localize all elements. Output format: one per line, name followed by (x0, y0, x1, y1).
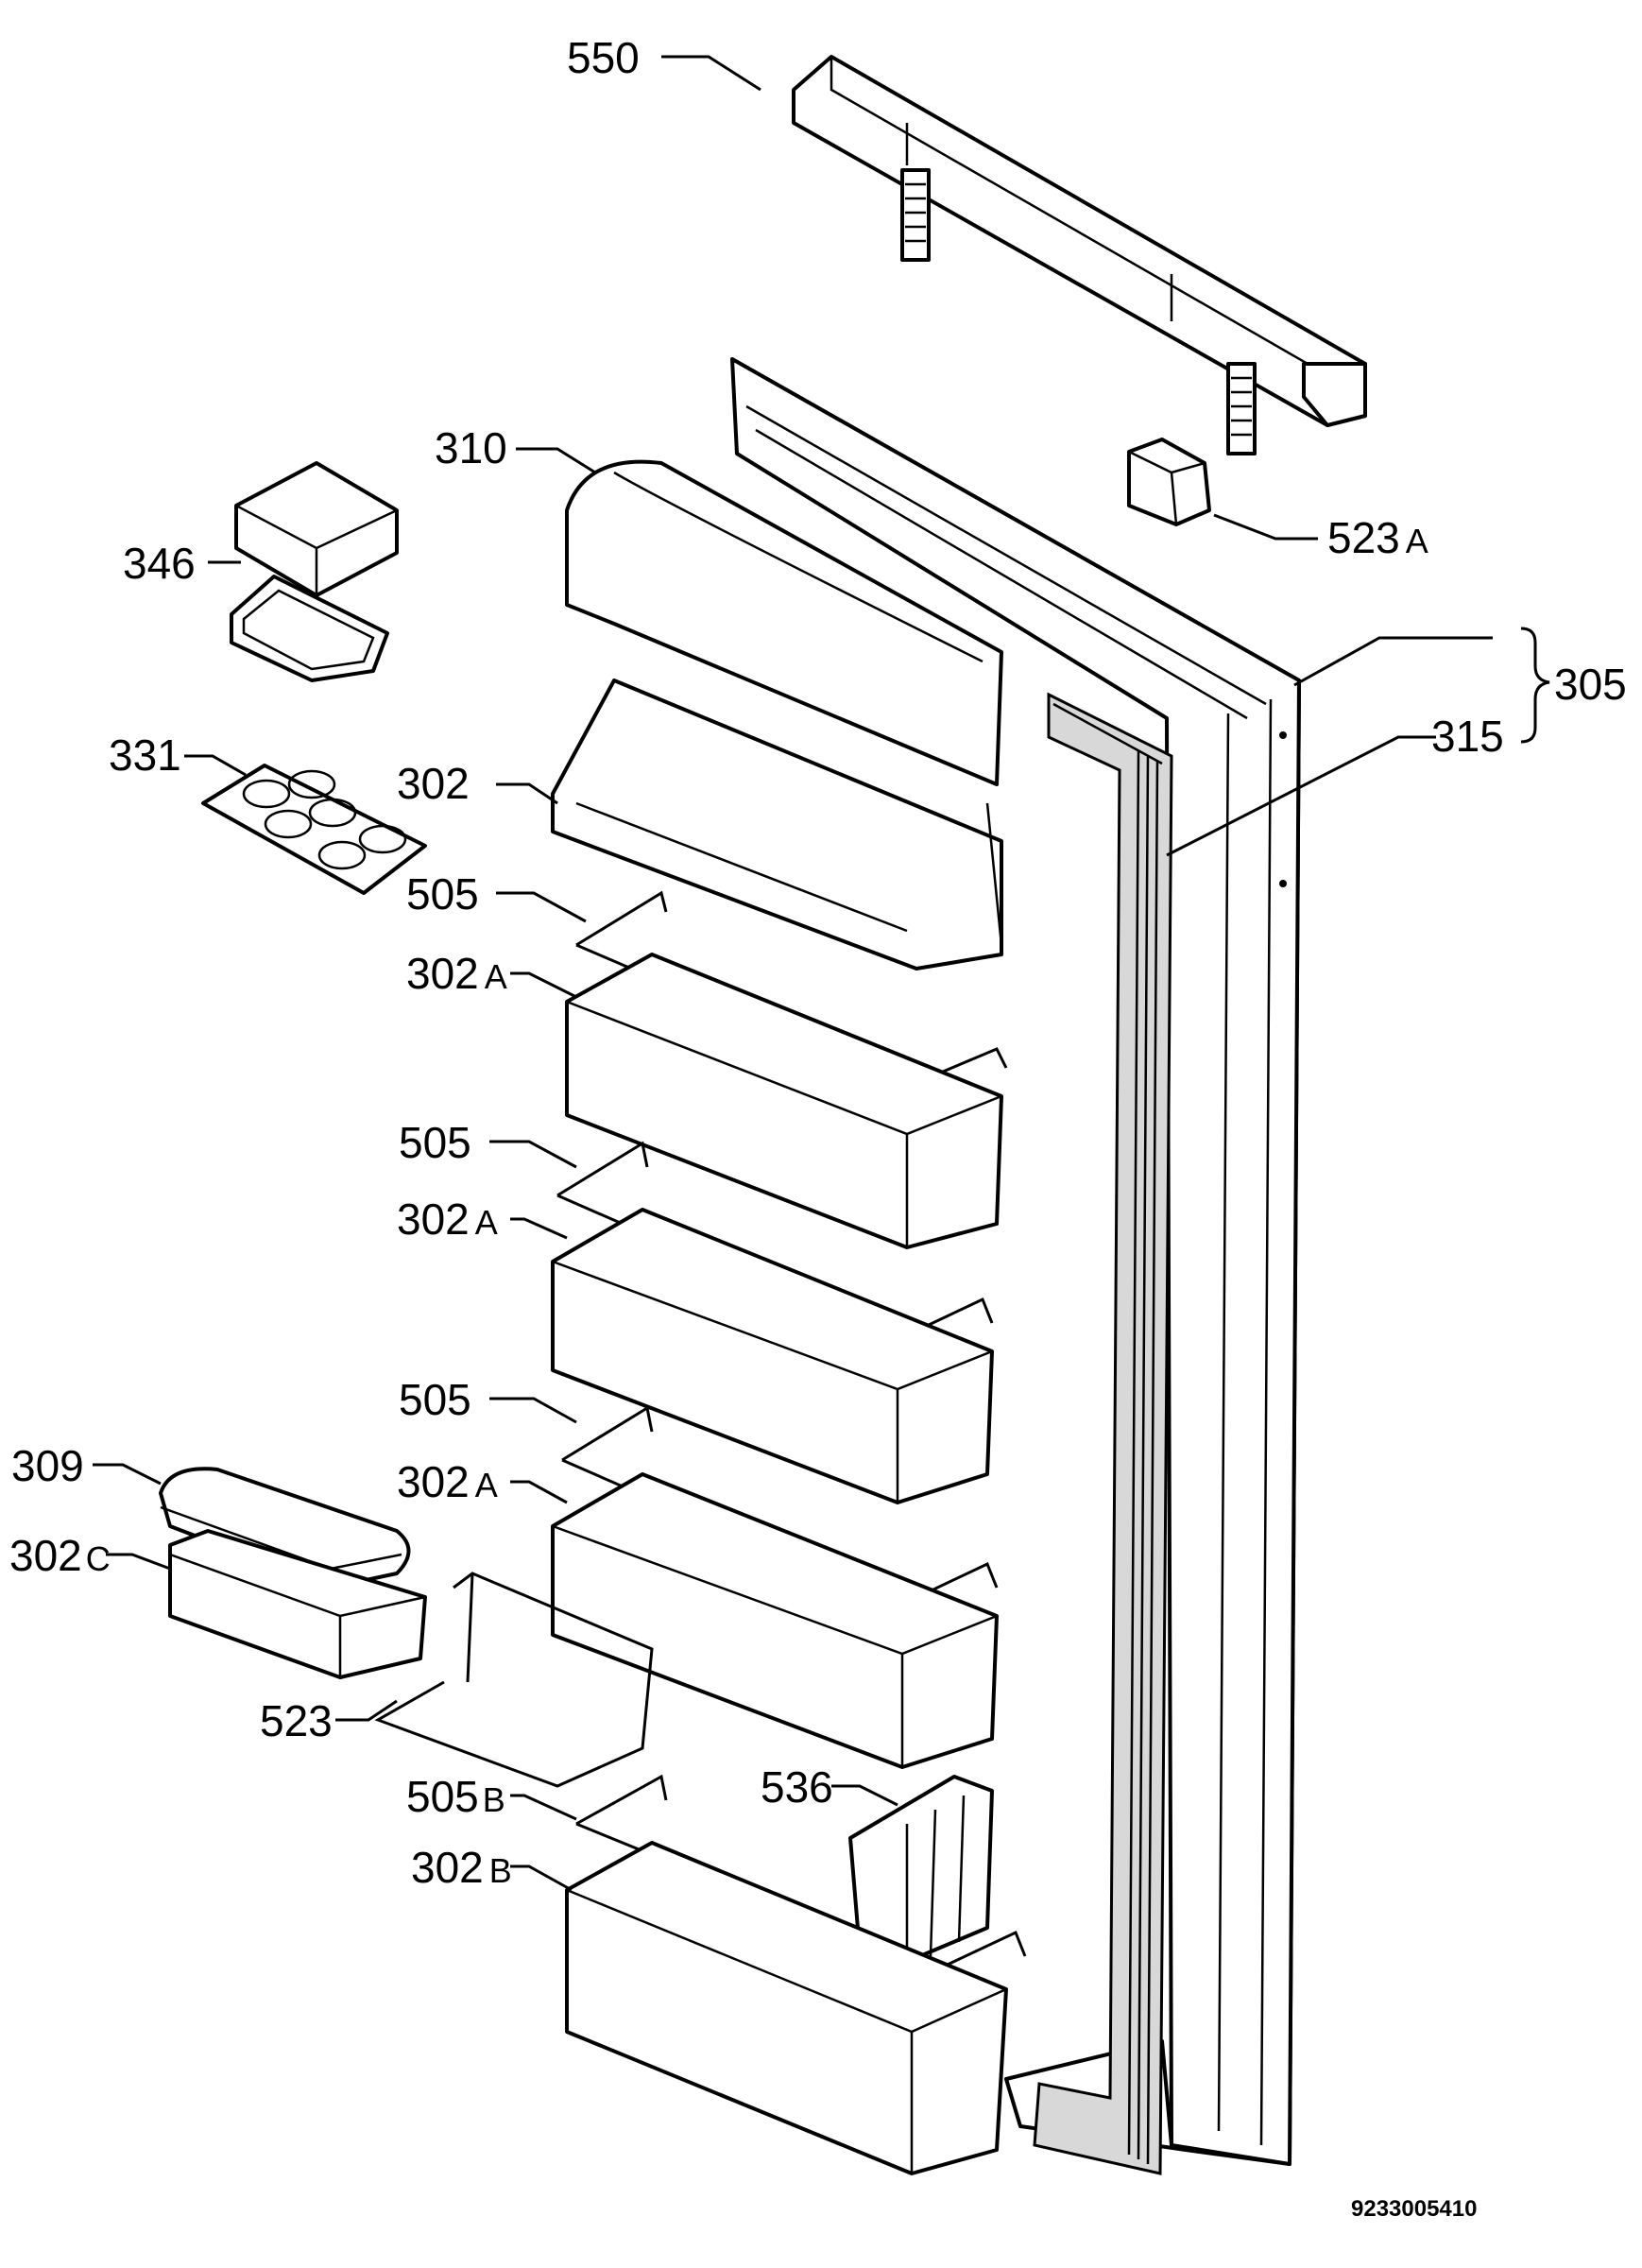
callout-523: 523 (260, 1696, 333, 1745)
bottle-divider (848, 1775, 994, 1967)
leader-lines (93, 55, 1493, 1892)
door-bin-3 (551, 1472, 999, 1769)
door-bin-bottom (565, 1841, 1008, 2175)
covered-bin (168, 1529, 427, 1679)
callout-505-2: 505 (399, 1118, 471, 1167)
dairy-compartment-lid (565, 459, 1003, 786)
door-handle-bar (792, 55, 1367, 455)
callout-310: 310 (435, 423, 507, 472)
wire-rack (374, 1572, 654, 1788)
small-block-part (1127, 438, 1211, 526)
callout-346: 346 (123, 539, 196, 588)
callout-302: 302 (397, 759, 470, 808)
callout-505-1: 505 (406, 869, 479, 919)
callout-305: 305 (1554, 660, 1627, 709)
callout-331: 331 (109, 730, 181, 780)
butter-dish (230, 461, 399, 682)
callout-550: 550 (567, 33, 640, 82)
callout-315: 315 (1431, 712, 1504, 761)
door-bin-2 (551, 1208, 994, 1504)
callout-536: 536 (761, 1762, 833, 1812)
callout-309: 309 (11, 1441, 84, 1490)
egg-tray (201, 764, 427, 895)
dairy-compartment-bin (551, 679, 1003, 971)
callout-505-3: 505 (399, 1375, 471, 1424)
group-brace (1520, 627, 1550, 744)
diagram-code: 9233005410 (1351, 2196, 1477, 2222)
door-gasket (1033, 692, 1173, 2175)
door-bin-1 (565, 953, 1003, 1249)
